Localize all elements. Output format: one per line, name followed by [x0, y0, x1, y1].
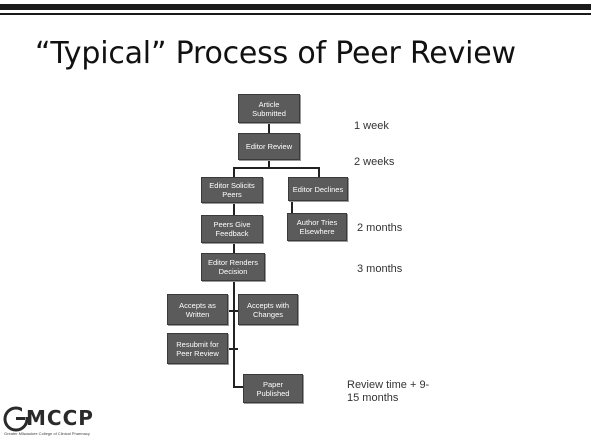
node-peers-give-feedback: Peers Give Feedback [201, 215, 263, 243]
gmccp-logo: MCCP Greater Milwaukee College of Clinic… [0, 404, 120, 442]
node-paper-published: Paper Published [243, 374, 303, 403]
connector-line [233, 386, 243, 388]
node-editor-renders-decision: Editor Renders Decision [201, 253, 265, 281]
connector-line [233, 167, 235, 177]
node-accepts-with-changes: Accepts with Changes [238, 294, 298, 325]
connector-line [233, 167, 320, 169]
connector-line [318, 167, 320, 177]
connector-line [233, 203, 235, 215]
timing-label: 2 months [357, 222, 403, 234]
connector-line [268, 123, 270, 133]
node-editor-declines: Editor Declines [288, 177, 348, 201]
logo-g-icon [3, 406, 29, 432]
connector-line [228, 310, 238, 312]
logo-tagline: Greater Milwaukee College of Clinical Ph… [4, 431, 90, 436]
top-border-thin [0, 13, 591, 15]
connector-line [233, 281, 235, 388]
node-editor-review: Editor Review [238, 133, 300, 160]
timing-label: Review time + 9- 15 months [347, 379, 430, 404]
connector-line [233, 243, 235, 253]
node-article-submitted: Article Submitted [238, 94, 300, 123]
connector-line [268, 160, 270, 168]
slide-title: “Typical” Process of Peer Review [35, 36, 516, 71]
logo-wordmark: MCCP [26, 406, 94, 430]
node-author-tries-elsewhere: Author Tries Elsewhere [287, 213, 347, 241]
timing-label: 3 months [357, 263, 403, 275]
top-border-thick [0, 4, 591, 10]
connector-line [228, 348, 238, 350]
node-resubmit-for-peer-review: Resubmit for Peer Review [167, 333, 228, 364]
node-editor-solicits-peers: Editor Solicits Peers [201, 177, 263, 203]
node-accepts-as-written: Accepts as Written [167, 294, 228, 325]
timing-label: 2 weeks [354, 156, 395, 168]
timing-label: 1 week [354, 120, 389, 132]
